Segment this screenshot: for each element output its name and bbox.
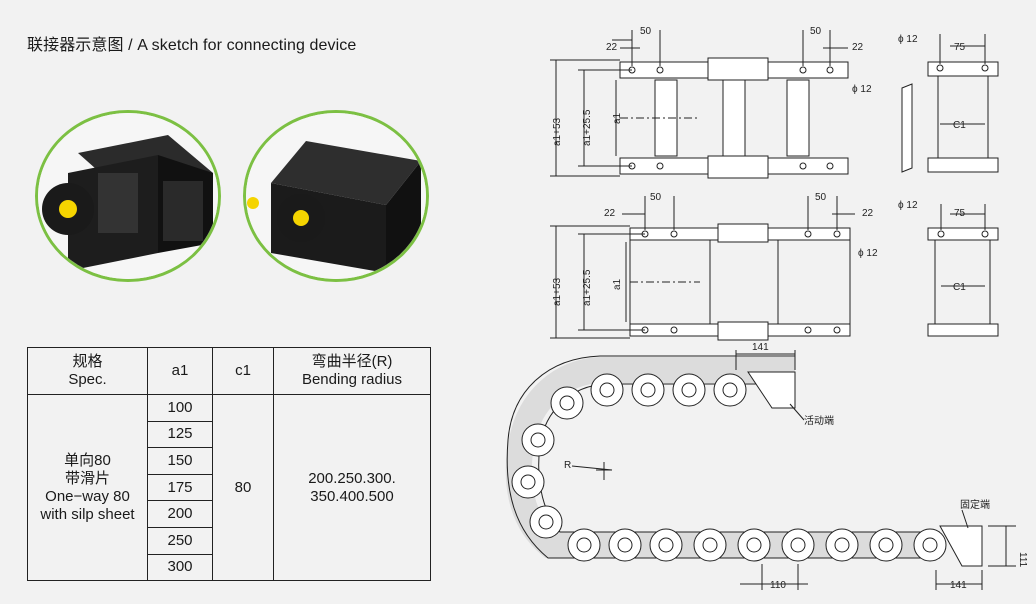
a1-cell: 100 <box>147 394 213 422</box>
dim-label: 111 <box>1017 552 1028 568</box>
dim-label: a1+25.5 <box>582 109 593 146</box>
radius-line: 200.250.300. <box>308 469 396 487</box>
dim-label: ϕ 12 <box>852 84 872 95</box>
connector-photo-1 <box>35 110 221 282</box>
dim-label: 50 <box>650 192 662 203</box>
moving-end-label: 活动端 <box>804 414 834 427</box>
radius-line: 350.400.500 <box>310 487 394 505</box>
dim-label: 50 <box>640 26 652 37</box>
table-row: 200 <box>28 500 431 528</box>
dim-label: 50 <box>810 26 822 37</box>
dim-label: ϕ 12 <box>858 248 878 259</box>
dim-label: a1+53 <box>552 117 563 146</box>
header-c1: c1 <box>212 347 274 395</box>
top-view-1 <box>550 30 849 179</box>
page-title: 联接器示意图 / A sketch for connecting device <box>27 37 357 54</box>
spec-cell: 单向80 带滑片 One−way 80 with silp sheet <box>27 393 148 582</box>
dim-label: a1 <box>612 112 623 124</box>
spec-line: 带滑片 <box>64 469 110 487</box>
header-radius-cn: 弯曲半径(R) <box>311 353 393 370</box>
spec-line: 单向80 <box>64 451 111 469</box>
dim-label: 75 <box>954 42 966 53</box>
dim-label: 50 <box>815 192 827 203</box>
top-view-2 <box>550 196 855 341</box>
a1-cell: 200 <box>147 500 213 528</box>
dim-label: C1 <box>953 282 966 293</box>
dim-label: 141 <box>950 580 967 591</box>
a1-cell: 150 <box>147 447 213 475</box>
header-spec-cn: 规格 <box>72 353 103 370</box>
a1-cell: 175 <box>147 473 213 502</box>
spec-line: One−way 80 <box>45 487 130 505</box>
header-a1: a1 <box>147 347 213 395</box>
dim-label: R <box>564 460 571 471</box>
dim-label: 110 <box>770 580 786 591</box>
table-row: 150 <box>28 447 431 475</box>
a1-cell: 125 <box>147 420 213 449</box>
spec-table: 规格 Spec. a1 c1 弯曲半径(R) Bending radius 单向… <box>27 347 431 582</box>
header-spec: 规格 Spec. <box>27 347 148 395</box>
dim-label: 22 <box>606 42 618 53</box>
header-bending-radius: 弯曲半径(R) Bending radius <box>273 347 431 395</box>
table-header-row: 规格 Spec. a1 c1 弯曲半径(R) Bending radius <box>27 347 431 395</box>
bent-chain <box>505 350 1016 590</box>
spec-line: with silp sheet <box>40 505 135 523</box>
dim-label: 22 <box>852 42 864 53</box>
header-radius-en: Bending radius <box>301 371 403 388</box>
dim-label: a1 <box>612 278 623 290</box>
table-row: 300 <box>28 553 431 582</box>
table-row: 125 <box>28 420 431 449</box>
side-view-1 <box>901 34 999 173</box>
table-row: 单向80 带滑片 One−way 80 with silp sheet 100 … <box>27 393 431 582</box>
dim-label: 22 <box>862 208 874 219</box>
table-row: 175 <box>28 473 431 502</box>
side-view-2 <box>927 204 999 337</box>
radius-cell: 200.250.300. 350.400.500 <box>273 393 431 582</box>
dim-label: a1+25.5 <box>582 269 593 306</box>
header-spec-en: Spec. <box>68 371 107 388</box>
dim-label: 141 <box>752 342 769 353</box>
dim-label: ϕ 12 <box>898 34 918 45</box>
dim-label: a1+53 <box>552 277 563 306</box>
a1-cell: 250 <box>147 526 213 555</box>
dim-label: ϕ 12 <box>898 200 918 211</box>
table-row: 250 <box>28 526 431 555</box>
connector-photo-2 <box>243 110 429 282</box>
c1-cell: 80 <box>212 393 274 582</box>
fixed-end-label: 固定端 <box>960 498 990 511</box>
dim-label: 75 <box>954 208 966 219</box>
a1-cell: 300 <box>147 553 213 582</box>
dim-label: 22 <box>604 208 616 219</box>
dim-label: C1 <box>953 120 966 131</box>
